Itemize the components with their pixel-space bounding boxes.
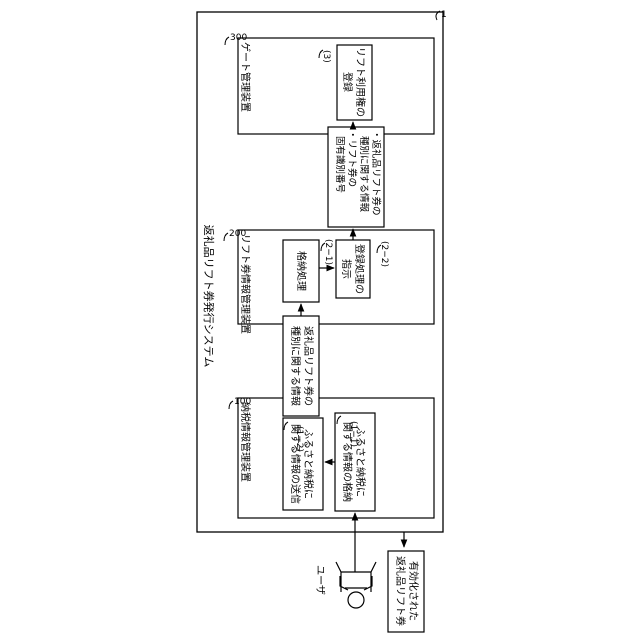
user-figure-icon: [336, 562, 376, 608]
message-2-line-4: 固有識別番号: [334, 136, 346, 193]
step-1-1-ref: (1−1): [348, 421, 358, 447]
output-line-2: 返礼品リフト券: [394, 556, 407, 626]
user-label: ユーザ: [314, 565, 326, 595]
message-2-line-1: ・返礼品リフト券の: [370, 130, 382, 216]
device-200-title: リフト券情報管理装置: [239, 234, 252, 334]
device-100-ref: 100: [234, 397, 251, 407]
step-2-2-line-1: 登録処理の: [353, 244, 366, 294]
output-line-1: 有効化された: [407, 561, 420, 621]
device-300-box: [238, 38, 434, 134]
message-1-line-2: 種別に関する情報: [289, 326, 302, 406]
step-2-2-ref: (2−2): [379, 241, 389, 267]
device-300-ref: 300: [230, 33, 247, 43]
step-2-2-line-2: 指示: [340, 259, 353, 279]
system-title: 返礼品リフト券発行システム: [202, 225, 216, 368]
device-100-title: 納税情報管理装置: [239, 402, 252, 482]
step-1-2-ref: (1−2): [294, 426, 304, 452]
device-200-ref: 200: [229, 229, 246, 239]
step-2-1-line-1: 格納処理: [295, 251, 308, 291]
step-3-ref: (3): [321, 50, 331, 63]
message-1-line-1: 返礼品リフト券の: [302, 326, 315, 406]
message-2-line-2: 種別に関する情報: [358, 136, 370, 213]
step-3-line-2: 登録: [341, 72, 354, 92]
message-2-line-3: ・リフト券の: [346, 130, 358, 187]
device-300-title: ゲート管理装置: [239, 42, 252, 112]
step-3-line-1: リフト利用権の: [354, 47, 367, 117]
step-2-1-ref: (2−1): [323, 239, 333, 265]
